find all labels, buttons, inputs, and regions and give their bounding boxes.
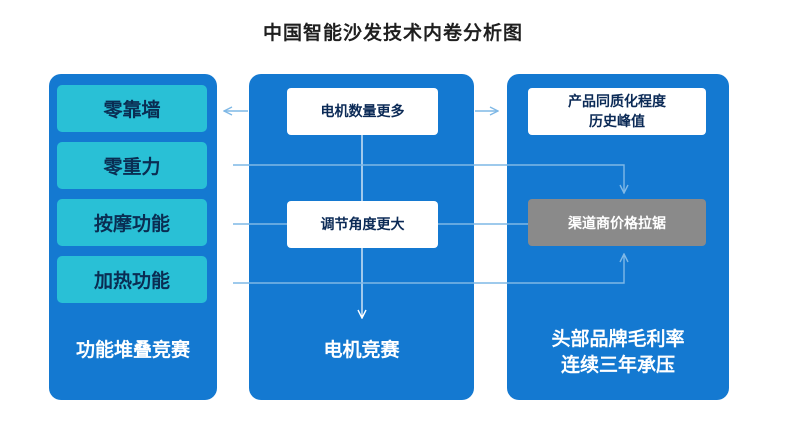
homogeneity-line2: 历史峰值	[589, 113, 645, 130]
left-footer: 功能堆叠竞赛	[75, 338, 190, 361]
box-homogeneity: 产品同质化程度 历史峰值	[528, 88, 706, 135]
feature-massage: 按摩功能	[57, 199, 207, 246]
right-footer-line1: 头部品牌毛利率	[551, 328, 685, 350]
feature-zero-wall: 零靠墙	[57, 85, 207, 132]
right-footer: 头部品牌毛利率 连续三年承压	[507, 326, 729, 378]
arrow-zero-gravity	[233, 164, 624, 193]
box-larger-angle: 调节角度更大	[287, 201, 438, 248]
page-title: 中国智能沙发技术内卷分析图	[262, 22, 523, 44]
box-price-tug: 渠道商价格拉锯	[528, 199, 706, 246]
feature-zero-gravity: 零重力	[57, 142, 207, 189]
right-footer-line2: 连续三年承压	[560, 354, 675, 376]
feature-heating: 加热功能	[57, 256, 207, 303]
homogeneity-line1: 产品同质化程度	[568, 93, 666, 110]
arrow-heating	[233, 254, 624, 284]
box-more-motors: 电机数量更多	[287, 88, 438, 135]
middle-footer: 电机竞赛	[323, 338, 400, 361]
